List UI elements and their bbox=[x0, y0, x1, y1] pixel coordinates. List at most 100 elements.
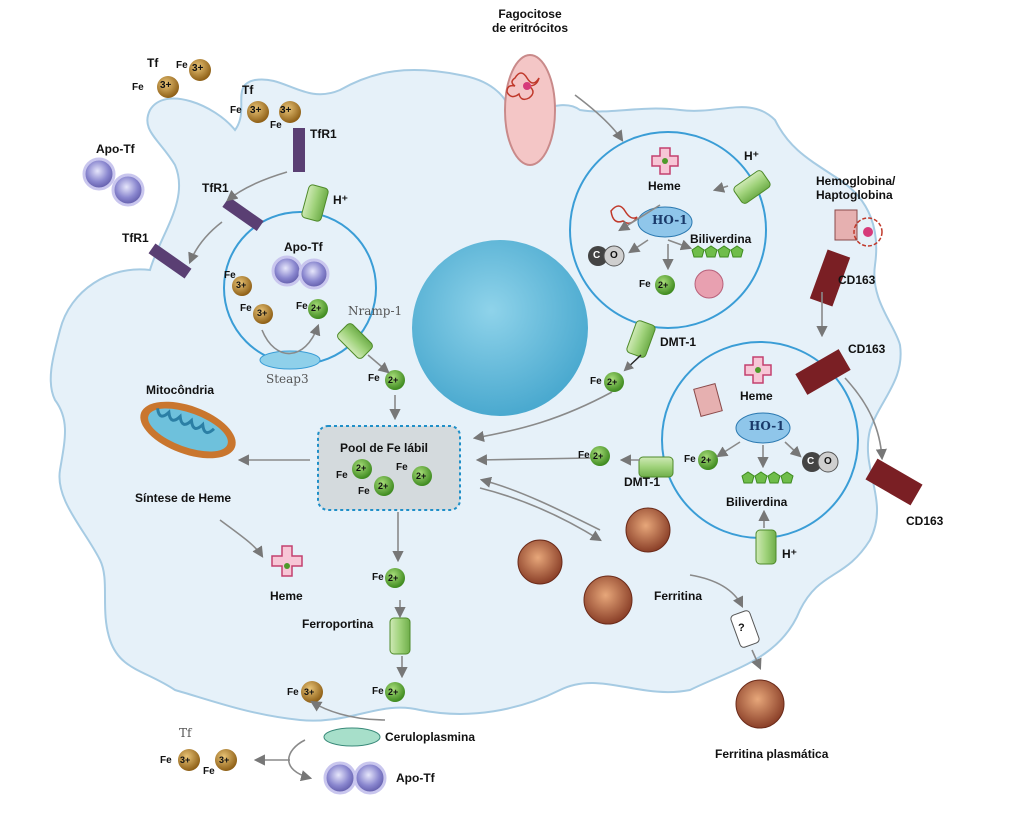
ferritin-label: Ferritina bbox=[654, 589, 703, 603]
fe-label-16: Fe bbox=[203, 766, 215, 777]
cd163-receptor-2 bbox=[795, 349, 851, 395]
ferroportin-label: Ferroportina bbox=[302, 617, 374, 631]
tfr1-receptor-1 bbox=[293, 128, 305, 172]
co-c-label-2: C bbox=[807, 456, 815, 467]
fe3-ion-icons bbox=[157, 59, 323, 771]
co-o-label-2: O bbox=[824, 456, 832, 467]
cd163-label-2: CD163 bbox=[848, 342, 886, 356]
fe-label-1: Fe bbox=[132, 82, 144, 93]
fe3-label-2: 3+ bbox=[192, 63, 204, 74]
heme-icon bbox=[271, 147, 772, 577]
labile-iron-pool-box bbox=[317, 425, 461, 511]
fe-label-8: Fe bbox=[368, 373, 380, 384]
fe3-label-6: 3+ bbox=[257, 308, 268, 318]
nucleus bbox=[412, 240, 588, 416]
fe3-label-9: 3+ bbox=[219, 755, 230, 765]
ceruloplasmin-enzyme bbox=[323, 727, 381, 747]
cd163-hb-complex bbox=[834, 209, 858, 241]
mitochondria-icon bbox=[140, 401, 236, 459]
co-molecule-icon bbox=[588, 245, 839, 473]
hemoglobin-icon bbox=[853, 217, 883, 247]
mitochondria-label: Mitocôndria bbox=[146, 383, 214, 397]
nramp1-label: Nramp-1 bbox=[348, 304, 403, 318]
tfr1-label-3: TfR1 bbox=[122, 231, 149, 245]
heme-label-2: Heme bbox=[648, 179, 681, 193]
fe3-label-4: 3+ bbox=[280, 105, 292, 116]
steap3-label: Steap3 bbox=[266, 372, 309, 386]
fe2-label-4: 2+ bbox=[378, 481, 389, 491]
fe-label-15: Fe bbox=[160, 755, 172, 766]
fe-label-5: Fe bbox=[224, 270, 236, 281]
tf-label-3: Tf bbox=[179, 726, 192, 740]
ho1-enzyme-1 bbox=[637, 206, 693, 238]
co-c-label-1: C bbox=[593, 250, 601, 261]
fe-label-19: Fe bbox=[684, 454, 696, 465]
dmt1-label-2: DMT-1 bbox=[624, 475, 660, 489]
fe2-label-2: 2+ bbox=[388, 375, 399, 385]
plasma-ferritin-label: Ferritina plasmática bbox=[715, 747, 829, 761]
fe-label-12: Fe bbox=[372, 572, 384, 583]
steap3-enzyme bbox=[259, 350, 321, 370]
fe3-label-3: 3+ bbox=[250, 105, 262, 116]
h-plus-label-3: H⁺ bbox=[782, 547, 797, 561]
fe2-label-7: 2+ bbox=[388, 687, 399, 697]
cd163-label-1: CD163 bbox=[838, 273, 876, 287]
tf-label-1: Tf bbox=[147, 56, 159, 70]
phagocytosis-label: Fagocitose de eritrócitos bbox=[491, 7, 569, 35]
ceruloplasmin-label: Ceruloplasmina bbox=[385, 730, 476, 744]
fe2-label-11: 2+ bbox=[593, 451, 604, 461]
fe-label-17: Fe bbox=[639, 279, 651, 290]
fe-label-3: Fe bbox=[230, 105, 242, 116]
fe-label-14: Fe bbox=[372, 686, 384, 697]
fe-label-13: Fe bbox=[287, 687, 299, 698]
apo-tf-label-1: Apo-Tf bbox=[96, 142, 135, 156]
fe-label-6: Fe bbox=[240, 303, 252, 314]
cd163-label-3: CD163 bbox=[906, 514, 944, 528]
fe-label-20: Fe bbox=[578, 450, 590, 461]
heme-label-3: Heme bbox=[740, 389, 773, 403]
fe2-label-8: 2+ bbox=[658, 280, 669, 290]
fe2-label-5: 2+ bbox=[416, 471, 427, 481]
fe2-label-6: 2+ bbox=[388, 573, 399, 583]
fe-label-9: Fe bbox=[336, 470, 348, 481]
biliverdin-label-1: Biliverdina bbox=[690, 232, 752, 246]
biliverdin-icon bbox=[691, 245, 794, 484]
h-plus-label-2: H⁺ bbox=[744, 149, 759, 163]
cd163-receptor-1 bbox=[809, 249, 851, 307]
erythrocyte-hemoglobin-icon bbox=[506, 72, 540, 101]
apo-tf-label-3: Apo-Tf bbox=[396, 771, 435, 785]
ho1-label-2: HO-1 bbox=[749, 419, 785, 433]
heme-label-1: Heme bbox=[270, 589, 303, 603]
fe-label-10: Fe bbox=[358, 486, 370, 497]
fe2-label-10: 2+ bbox=[701, 455, 712, 465]
fe3-label-5: 3+ bbox=[236, 280, 247, 290]
fe-label-18: Fe bbox=[590, 376, 602, 387]
fe-label-11: Fe bbox=[396, 462, 408, 473]
ho1-enzyme-2 bbox=[735, 412, 791, 444]
dmt1-label-1: DMT-1 bbox=[660, 335, 696, 349]
apo-tf-label-2: Apo-Tf bbox=[284, 240, 323, 254]
unknown-transporter-label: ? bbox=[738, 622, 745, 634]
labile-pool-label: Pool de Fe lábil bbox=[340, 441, 429, 455]
fe-label-4: Fe bbox=[270, 120, 282, 131]
fe3-label-1: 3+ bbox=[160, 80, 172, 91]
tfr1-receptor-3 bbox=[148, 243, 192, 279]
ho1-label-1: HO-1 bbox=[652, 213, 688, 227]
tfr1-label-1: TfR1 bbox=[310, 127, 337, 141]
tf-label-2: Tf bbox=[242, 83, 254, 97]
fe-label-2: Fe bbox=[176, 60, 188, 71]
fe2-label-1: 2+ bbox=[311, 303, 322, 313]
biliverdin-label-2: Biliverdina bbox=[726, 495, 788, 509]
tfr1-receptor-2 bbox=[222, 197, 264, 231]
apo-transferrin-icon bbox=[82, 157, 387, 795]
fe2-ion-icons bbox=[308, 275, 718, 702]
heme-synthesis-label: Síntese de Heme bbox=[135, 491, 232, 505]
fe-label-7: Fe bbox=[296, 301, 308, 312]
transport-arrows-dark bbox=[623, 354, 642, 372]
cd163-receptor-3 bbox=[865, 458, 923, 506]
pathway-arrows bbox=[188, 94, 887, 782]
erythrocyte-debris-icon bbox=[610, 205, 724, 417]
co-o-label-1: O bbox=[610, 250, 618, 261]
fe3-label-8: 3+ bbox=[180, 755, 191, 765]
phagocytosed-erythrocyte bbox=[504, 54, 556, 166]
